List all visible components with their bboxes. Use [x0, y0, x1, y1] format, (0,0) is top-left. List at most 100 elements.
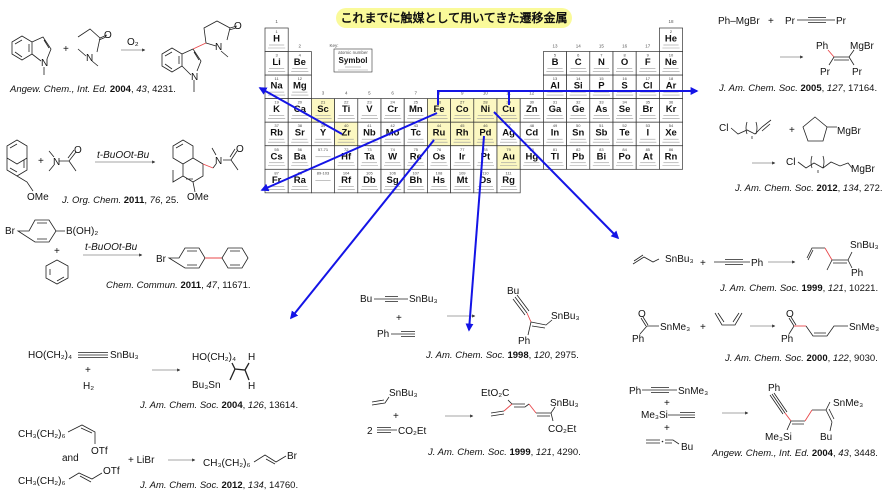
element-v: 23V	[357, 98, 382, 123]
element-symbol: S	[621, 81, 627, 92]
atomic-number: 23	[367, 100, 372, 105]
citation: J. Org. Chem. 2011, 76, 25.	[61, 195, 179, 206]
atomic-number: 82	[576, 147, 581, 152]
svg-text:Br: Br	[156, 254, 167, 265]
svg-text:Ph: Ph	[851, 268, 863, 279]
element-symbol: Fr	[272, 175, 282, 186]
svg-text:N: N	[86, 53, 93, 64]
element-symbol: K	[273, 104, 280, 115]
element-symbol: Se	[619, 104, 631, 115]
element-symbol: Pd	[479, 128, 491, 139]
group-label: 2	[299, 44, 302, 49]
svg-text:CO₂Et: CO₂Et	[398, 426, 427, 437]
atomic-number: 51	[599, 123, 604, 128]
svg-text:2: 2	[367, 426, 373, 437]
svg-text:SnBu₃: SnBu₃	[665, 254, 694, 265]
atomic-number: 56	[298, 147, 303, 152]
atomic-number: 38	[298, 123, 303, 128]
svg-text:O: O	[236, 144, 244, 155]
svg-text:Cl: Cl	[719, 123, 728, 134]
atomic-number: 73	[367, 147, 372, 152]
reaction-10: SnBu₃ + Ph SnBu₃ Ph J. Am. Chem. Soc. 19…	[632, 240, 879, 294]
atomic-number: 106	[389, 170, 396, 175]
title-banner: これまでに触媒として用いてきた遷移金属	[336, 8, 572, 28]
svg-text:+: +	[85, 365, 91, 376]
atomic-number: 55	[274, 147, 279, 152]
svg-text:Pr: Pr	[836, 16, 847, 27]
element-symbol: He	[665, 34, 677, 45]
svg-text:+ LiBr: + LiBr	[128, 455, 155, 466]
svg-text:N: N	[215, 42, 222, 53]
citation: J. Am. Chem. Soc. 1999, 121, 4290.	[427, 447, 581, 458]
svg-text:CO₂Et: CO₂Et	[548, 424, 577, 435]
atomic-number: 1	[275, 29, 278, 34]
svg-text:OTf: OTf	[91, 446, 108, 457]
element-symbol: N	[598, 57, 605, 68]
element-symbol: Mg	[293, 81, 307, 92]
group-label: 5	[368, 91, 371, 96]
reaction-11: O SnMe₃ Ph + O Ph SnMe₃ J. Am. Chem. Soc…	[632, 309, 879, 364]
svg-text:N: N	[191, 72, 198, 83]
element-symbol: Rb	[270, 128, 283, 139]
element-symbol: Pt	[481, 151, 491, 162]
key-atomic-number: atomic number	[338, 50, 368, 55]
group-label: 12	[529, 91, 535, 96]
key-box: Key: atomic number Symbol	[329, 43, 373, 73]
atomic-number: 83	[599, 147, 604, 152]
svg-text:OMe: OMe	[187, 192, 209, 203]
svg-text:HO(CH₂)₄: HO(CH₂)₄	[28, 350, 72, 361]
group-label: 13	[552, 44, 558, 49]
atomic-number: 31	[553, 100, 558, 105]
reaction-3: Br B(OH)₂ + t-BuOOt-Bu Br Chem. Commun. …	[5, 219, 251, 291]
element-w: 74W	[380, 145, 405, 170]
svg-text:+: +	[700, 258, 706, 269]
svg-text:N: N	[53, 157, 60, 168]
element-symbol: Ni	[481, 104, 491, 115]
element-symbol: Te	[619, 128, 629, 139]
svg-text:Bu: Bu	[681, 442, 693, 453]
svg-text:Ph: Ph	[781, 334, 793, 345]
citation: J. Am. Chem. Soc. 2005, 127, 17164.	[718, 83, 877, 94]
atomic-number: 48	[530, 123, 535, 128]
atomic-number: 77	[460, 147, 465, 152]
element-symbol: Xe	[665, 128, 677, 139]
element-symbol: Ir	[459, 151, 466, 162]
svg-text:SnBu₃: SnBu₃	[850, 240, 879, 251]
svg-text:O: O	[104, 30, 112, 41]
element-symbol: Ge	[572, 104, 585, 115]
atomic-number: 19	[274, 100, 279, 105]
element-symbol: Rh	[456, 128, 469, 139]
svg-text:+: +	[54, 246, 60, 257]
group-label: 17	[645, 44, 651, 49]
citation: J. Am. Chem. Soc. 1998, 120, 2975.	[425, 350, 579, 361]
citation: J. Am. Chem. Soc. 1999, 121, 10221.	[719, 283, 878, 294]
element-symbol: Cl	[643, 81, 653, 92]
svg-text:Ph: Ph	[518, 336, 530, 347]
element-symbol: Tc	[411, 128, 421, 139]
element-symbol: Au	[502, 151, 515, 162]
svg-text:N: N	[41, 58, 48, 69]
atomic-number: 52	[622, 123, 627, 128]
element-symbol: Cs	[271, 151, 283, 162]
svg-text:H: H	[248, 352, 255, 363]
svg-text:SnMe₃: SnMe₃	[849, 322, 879, 333]
svg-text:+: +	[63, 44, 69, 55]
element-symbol: W	[388, 151, 397, 162]
group-label: 1	[275, 19, 278, 24]
element-symbol: In	[551, 128, 560, 139]
